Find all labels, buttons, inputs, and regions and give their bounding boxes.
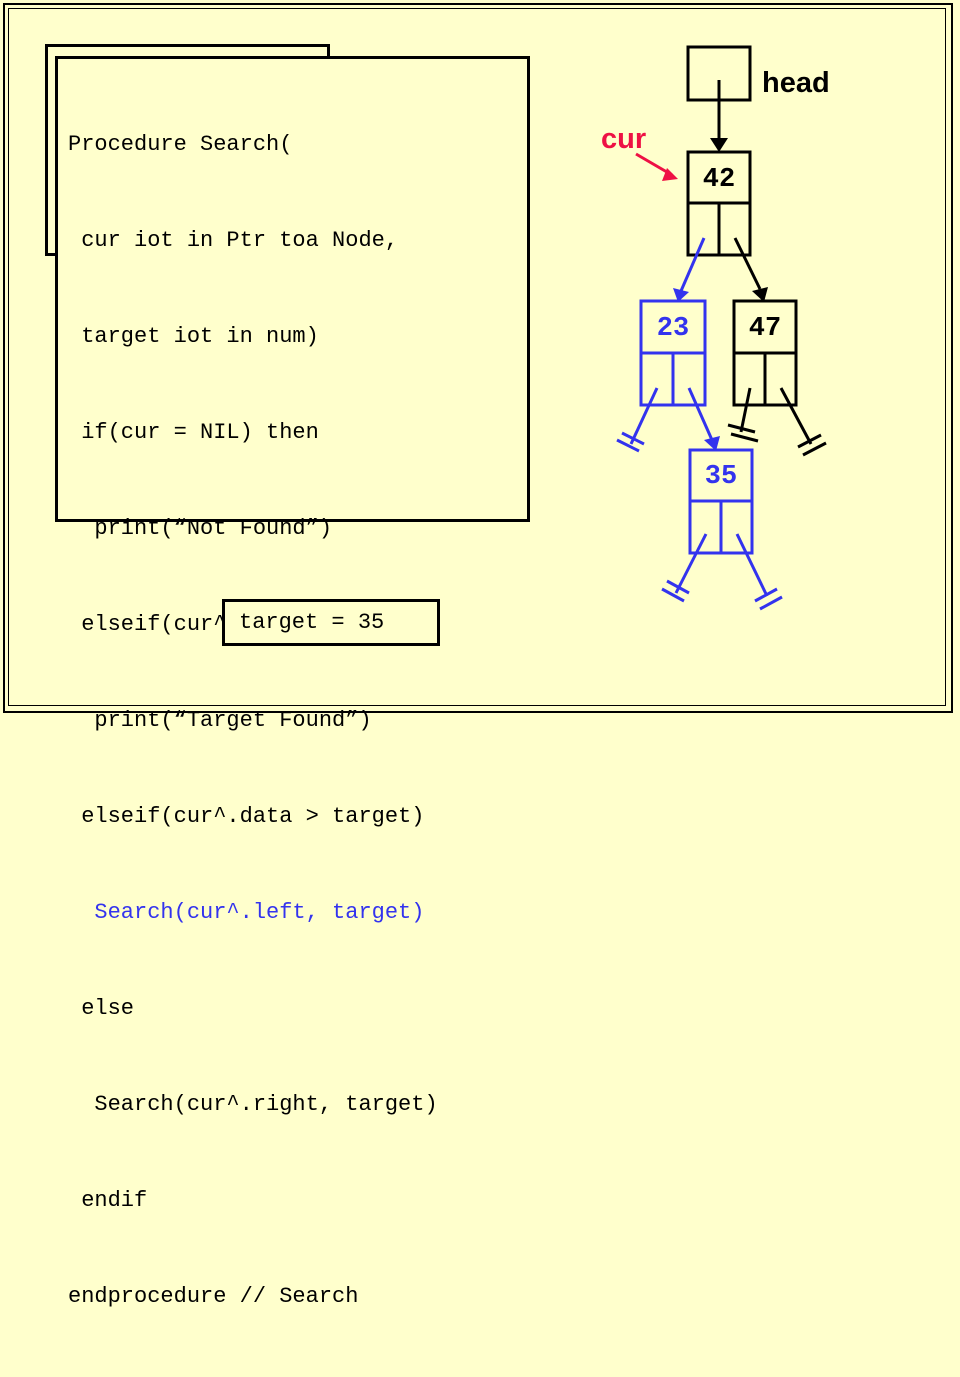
code-line: if(cur = NIL) then bbox=[68, 420, 319, 445]
code-line: cur iot in Ptr toa Node, bbox=[68, 228, 399, 253]
cur-arrowhead bbox=[662, 168, 678, 181]
node-35: 35 bbox=[688, 448, 754, 555]
node-value: 35 bbox=[705, 462, 737, 492]
tree-diagram: head cur 42 23 47 bbox=[601, 45, 830, 611]
nil-ground-symbol bbox=[779, 387, 827, 457]
code-line: target iot in num) bbox=[68, 324, 319, 349]
code-line: endif bbox=[68, 1188, 148, 1213]
code-line: print(“Not Found”) bbox=[68, 516, 333, 541]
code-line: endprocedure // Search bbox=[68, 1284, 359, 1309]
code-line: elseif(cur^.data > target) bbox=[68, 804, 425, 829]
right-link bbox=[733, 237, 762, 290]
cur-label: cur bbox=[601, 123, 646, 155]
node-value: 23 bbox=[657, 314, 689, 344]
slide-inner-frame bbox=[8, 8, 946, 706]
head-label: head bbox=[762, 67, 830, 99]
node-47: 47 bbox=[732, 299, 798, 407]
left-right-link-arrowhead bbox=[704, 436, 720, 451]
node-23: 23 bbox=[639, 299, 707, 407]
nil-ground-symbol bbox=[735, 533, 783, 611]
code-line: Search(cur^.right, target) bbox=[68, 1092, 438, 1117]
left-link bbox=[679, 237, 706, 292]
right-link-arrowhead bbox=[752, 287, 768, 302]
code-line: Procedure Search( bbox=[68, 132, 293, 157]
node-42: 42 bbox=[686, 150, 752, 257]
nil-ground-symbol bbox=[616, 387, 659, 453]
node-value: 42 bbox=[703, 165, 735, 195]
left-right-link bbox=[687, 387, 714, 441]
head-arrowhead bbox=[710, 138, 728, 152]
left-link-arrowhead bbox=[673, 288, 689, 302]
node-value: 47 bbox=[749, 314, 781, 344]
code-line-highlighted: Search(cur^.left, target) bbox=[68, 900, 425, 925]
nil-ground-symbol bbox=[661, 533, 708, 603]
code-line: else bbox=[68, 996, 135, 1021]
slide-frame bbox=[3, 3, 953, 713]
target-value-box: target = 35 bbox=[222, 599, 440, 646]
nil-ground-symbol bbox=[727, 387, 759, 443]
